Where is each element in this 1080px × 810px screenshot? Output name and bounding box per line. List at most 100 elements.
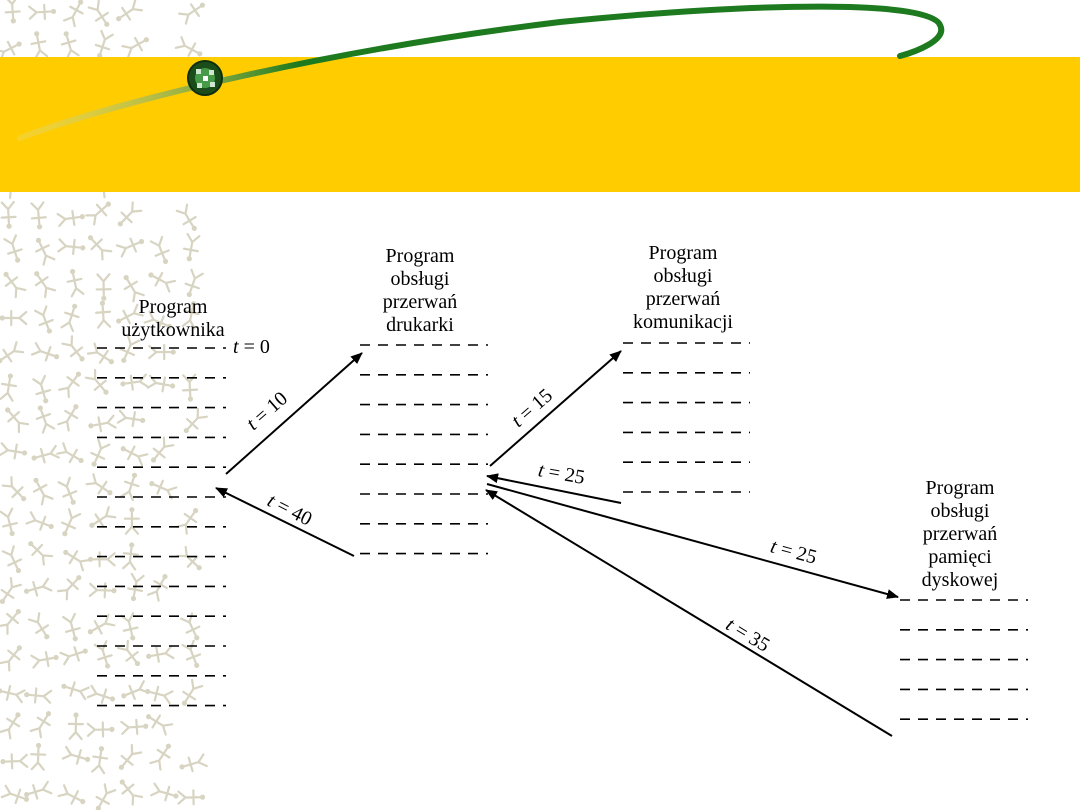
pattern-glyph	[29, 711, 52, 739]
pattern-glyph	[30, 742, 47, 771]
pattern-glyph	[94, 300, 112, 329]
header-band	[0, 57, 1080, 192]
pattern-glyph	[88, 414, 117, 433]
pattern-glyph	[181, 373, 199, 402]
pattern-glyph	[31, 444, 60, 464]
pattern-glyph	[119, 779, 144, 806]
arrow-printer-to-user	[215, 487, 355, 557]
pattern-glyph	[178, 2, 206, 25]
pattern-glyph	[85, 473, 113, 496]
pattern-glyph	[177, 789, 206, 806]
pattern-glyph	[84, 368, 109, 395]
label-t0: t = 0	[233, 336, 270, 358]
pattern-glyph	[30, 342, 60, 362]
pattern-glyph	[116, 409, 146, 428]
decorative-pattern	[0, 0, 210, 810]
pattern-glyph	[35, 237, 56, 266]
dash-column-disk	[900, 599, 1028, 721]
arrow-user-to-printer	[225, 352, 363, 475]
pattern-glyph	[57, 784, 86, 805]
pattern-glyph	[23, 577, 53, 597]
pattern-glyph	[146, 374, 176, 393]
pattern-glyph	[61, 335, 85, 362]
pattern-glyph	[3, 234, 23, 263]
pattern-glyph	[116, 303, 144, 325]
pattern-glyph	[174, 36, 203, 57]
pattern-glyph	[87, 0, 110, 27]
pattern-glyph	[28, 541, 54, 566]
pattern-glyph	[115, 237, 145, 258]
arrow-printer-to-disk	[486, 483, 899, 599]
pattern-glyph	[88, 582, 117, 599]
arrow-comm-to-printer	[486, 473, 622, 504]
pattern-glyph	[181, 639, 202, 668]
pattern-glyph	[0, 200, 17, 229]
pattern-glyph	[66, 268, 85, 298]
pattern-glyph	[57, 476, 78, 505]
pattern-glyph	[30, 31, 49, 60]
pattern-glyph	[0, 645, 22, 672]
pattern-glyph	[91, 746, 109, 775]
pattern-glyph	[180, 612, 201, 641]
pattern-glyph	[58, 371, 82, 399]
pattern-glyph	[145, 685, 174, 705]
pattern-glyph	[67, 712, 84, 741]
dash-column-comm	[623, 342, 750, 493]
pattern-glyph	[121, 36, 149, 58]
arrow-printer-to-comm	[489, 350, 622, 467]
pattern-glyph	[30, 651, 59, 669]
pattern-glyph	[181, 301, 200, 330]
pattern-glyph	[32, 477, 54, 506]
pattern-glyph	[0, 784, 30, 805]
pattern-glyph	[148, 271, 177, 293]
pattern-glyph	[176, 545, 202, 571]
pattern-glyph	[56, 442, 84, 464]
pattern-glyph	[5, 407, 30, 434]
pattern-glyph	[148, 343, 176, 361]
pattern-glyph	[0, 712, 21, 740]
pattern-glyph	[57, 238, 86, 255]
title-comm-handler: Program obsługi przerwań komunikacji	[633, 242, 733, 333]
pattern-glyph	[63, 549, 91, 572]
pattern-glyph	[149, 235, 170, 265]
pattern-glyph	[146, 645, 175, 663]
pattern-glyph	[120, 472, 140, 502]
pattern-glyph	[0, 442, 28, 460]
pattern-glyph	[27, 612, 50, 640]
pattern-glyph	[86, 342, 115, 365]
pattern-glyph	[86, 684, 116, 704]
pattern-glyph	[35, 405, 56, 434]
pattern-glyph	[60, 303, 80, 333]
pattern-glyph	[123, 275, 145, 303]
orbit-line	[17, 3, 945, 141]
pattern-glyph	[0, 507, 18, 537]
pattern-glyph	[0, 577, 22, 605]
pattern-glyph	[24, 687, 53, 704]
pattern-glyph	[90, 438, 111, 467]
pattern-glyph	[150, 436, 175, 463]
pattern-glyph	[0, 40, 22, 62]
pattern-glyph	[0, 309, 28, 327]
pattern-glyph	[34, 271, 57, 299]
pattern-glyph	[0, 685, 26, 704]
pattern-glyph	[1, 545, 23, 574]
pattern-glyph	[89, 506, 117, 528]
pattern-glyph	[0, 609, 21, 635]
pattern-glyph	[175, 203, 197, 231]
pattern-glyph	[34, 305, 54, 334]
pattern-glyph	[56, 209, 85, 228]
pattern-glyph	[182, 233, 201, 262]
pattern-glyph	[32, 374, 52, 404]
pattern-glyph	[181, 678, 204, 706]
pattern-glyph	[62, 612, 81, 642]
pattern-glyph	[3, 271, 27, 299]
pattern-glyph	[127, 572, 145, 602]
title-printer-handler: Program obsługi przerwań drukarki	[382, 245, 458, 336]
pattern-glyph	[95, 273, 112, 301]
pattern-glyph	[146, 574, 168, 602]
pattern-glyph	[24, 780, 53, 800]
pattern-glyph	[175, 508, 199, 535]
pattern-glyph	[121, 680, 150, 701]
pattern-glyph	[120, 445, 149, 467]
